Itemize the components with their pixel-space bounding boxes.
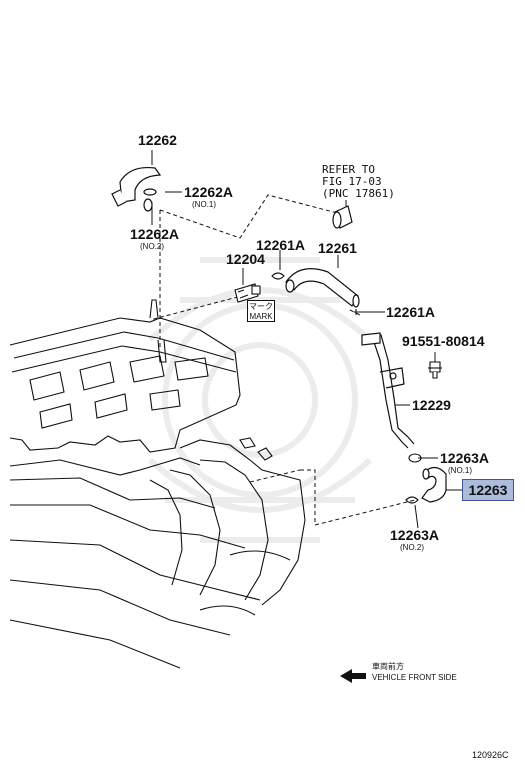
qualifier-no1-a: (NO.1) xyxy=(192,200,216,209)
label-12262A-no1[interactable]: 12262A xyxy=(184,184,234,200)
arrow-left-icon xyxy=(340,669,366,683)
refer-line-2[interactable]: FIG 17-03 xyxy=(322,175,382,188)
ref-pipe-end xyxy=(332,205,353,229)
mark-label-jp: マーク xyxy=(249,302,273,311)
label-12263A-no1[interactable]: 12263A xyxy=(440,450,490,466)
hose-12263-part xyxy=(421,466,447,503)
qualifier-no2-a: (NO.2) xyxy=(140,242,164,251)
bolt-91551-part xyxy=(428,361,442,379)
mark-label-en: MARK xyxy=(249,312,273,321)
label-12261A-mid[interactable]: 12261A xyxy=(386,304,436,320)
label-12261[interactable]: 12261 xyxy=(318,240,357,256)
engine-outline xyxy=(9,299,306,669)
mark-box: マーク MARK xyxy=(247,300,275,322)
label-12262[interactable]: 12262 xyxy=(138,132,177,148)
front-direction-jp: 車両前方 xyxy=(372,662,404,671)
clip-12261A-top xyxy=(271,272,285,280)
label-12263-highlighted[interactable]: 12263 xyxy=(462,479,514,501)
qualifier-no1-b: (NO.1) xyxy=(448,466,472,475)
qualifier-no2-b: (NO.2) xyxy=(400,543,424,552)
clip-12263A-no1 xyxy=(408,453,422,463)
hose-12261-part xyxy=(285,268,360,308)
refer-line-1: REFER TO xyxy=(322,163,375,176)
hose-12262-part xyxy=(111,166,162,212)
front-direction-en: VEHICLE FRONT SIDE xyxy=(372,673,457,682)
clip-12263A-no2 xyxy=(405,496,419,504)
illustration-code: 120926C xyxy=(472,750,509,760)
label-12204[interactable]: 12204 xyxy=(226,251,265,267)
clip-12261A-mid xyxy=(354,309,362,315)
refer-line-3: (PNC 17861) xyxy=(322,187,395,200)
label-12263A-no2[interactable]: 12263A xyxy=(390,527,440,543)
label-91551-80814[interactable]: 91551-80814 xyxy=(402,333,485,349)
valve-12204-part xyxy=(234,283,261,303)
leader-lines xyxy=(149,194,416,526)
label-12229[interactable]: 12229 xyxy=(412,397,451,413)
pipe-12229-part xyxy=(361,332,415,449)
label-12261A-top[interactable]: 12261A xyxy=(256,237,306,253)
label-12262A-no2[interactable]: 12262A xyxy=(130,226,180,242)
